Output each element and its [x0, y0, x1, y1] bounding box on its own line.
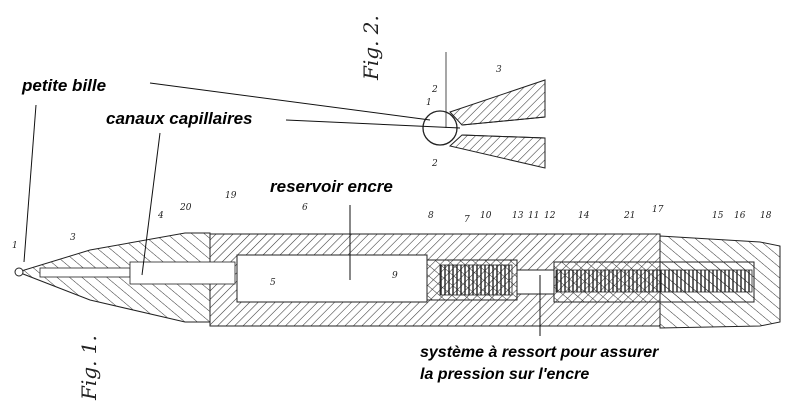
svg-text:10: 10 [480, 211, 492, 221]
label-systeme-ressort-2: la pression sur l'encre [420, 366, 590, 383]
svg-text:15: 15 [712, 211, 724, 221]
svg-text:2: 2 [431, 85, 438, 95]
svg-text:16: 16 [734, 211, 746, 221]
svg-text:3: 3 [496, 65, 502, 75]
svg-text:5: 5 [270, 278, 276, 288]
fig2-ball-detail [422, 52, 546, 169]
label-canaux-capillaires: canaux capillaires [106, 109, 253, 128]
svg-text:3: 3 [70, 233, 76, 243]
svg-text:9: 9 [392, 271, 398, 281]
fig2-label: Fig. 2. [359, 15, 383, 81]
svg-text:6: 6 [302, 203, 308, 213]
fig1-pen-body [14, 232, 781, 329]
svg-text:4: 4 [157, 211, 164, 221]
svg-text:13: 13 [512, 211, 524, 221]
part-numbers: 1 3 4 20 19 6 5 9 8 7 10 13 11 12 14 21 … [12, 191, 772, 288]
svg-text:19: 19 [225, 191, 237, 201]
fig1-label: Fig. 1. [77, 335, 101, 401]
svg-text:12: 12 [544, 211, 556, 221]
svg-text:20: 20 [179, 203, 192, 213]
svg-text:14: 14 [578, 211, 590, 221]
svg-text:18: 18 [760, 211, 772, 221]
label-petite-bille: petite bille [22, 76, 107, 95]
svg-text:8: 8 [428, 211, 434, 221]
label-systeme-ressort-1: système à ressort pour assurer [420, 344, 659, 361]
svg-text:17: 17 [652, 205, 664, 215]
svg-text:2: 2 [431, 159, 438, 169]
svg-text:1: 1 [12, 241, 18, 251]
svg-text:7: 7 [464, 215, 470, 225]
svg-text:21: 21 [623, 211, 635, 221]
leader-lines [23, 82, 541, 336]
label-reservoir-encre: reservoir encre [270, 177, 393, 196]
svg-text:1: 1 [426, 98, 432, 108]
svg-text:11: 11 [528, 211, 539, 221]
